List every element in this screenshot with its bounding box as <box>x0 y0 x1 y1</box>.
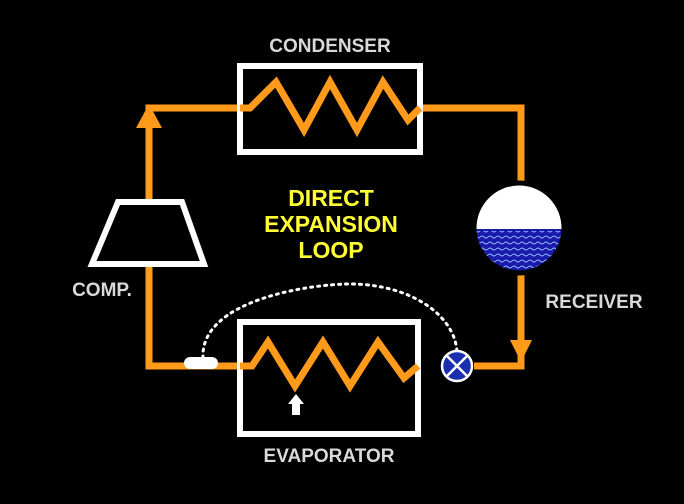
condenser-label: CONDENSER <box>269 36 391 57</box>
expansion-valve-assembly <box>184 282 474 383</box>
diagram-title: DIRECT EXPANSION LOOP <box>264 185 398 263</box>
receiver-label: RECEIVER <box>545 292 642 313</box>
evaporator-label: EVAPORATOR <box>264 446 395 467</box>
flow-arrow-up-icon <box>136 104 162 128</box>
compressor-icon <box>87 199 209 267</box>
title-line-1: DIRECT <box>288 185 374 211</box>
evaporator-box <box>237 319 421 437</box>
condenser-coil-icon <box>240 74 423 138</box>
receiver: RECEIVER <box>471 180 643 313</box>
pipe-condenser-to-receiver <box>420 104 525 186</box>
pipe-receiver-to-valve <box>474 272 525 370</box>
capillary-line <box>201 282 459 360</box>
evaporator-coil-icon <box>240 335 421 393</box>
compressor-label: COMP. <box>72 280 132 301</box>
evaporator: EVAPORATOR <box>237 319 421 467</box>
compressor: COMP. <box>72 199 209 301</box>
sensing-bulb-icon <box>184 357 218 369</box>
condenser: CONDENSER <box>237 36 423 155</box>
pipe-suction <box>145 262 240 370</box>
title-line-2: EXPANSION <box>264 211 398 237</box>
airflow-arrow-icon <box>288 394 304 415</box>
flow-arrow-down-icon <box>510 340 532 362</box>
pipe-discharge <box>145 104 240 200</box>
title-line-3: LOOP <box>298 237 363 263</box>
